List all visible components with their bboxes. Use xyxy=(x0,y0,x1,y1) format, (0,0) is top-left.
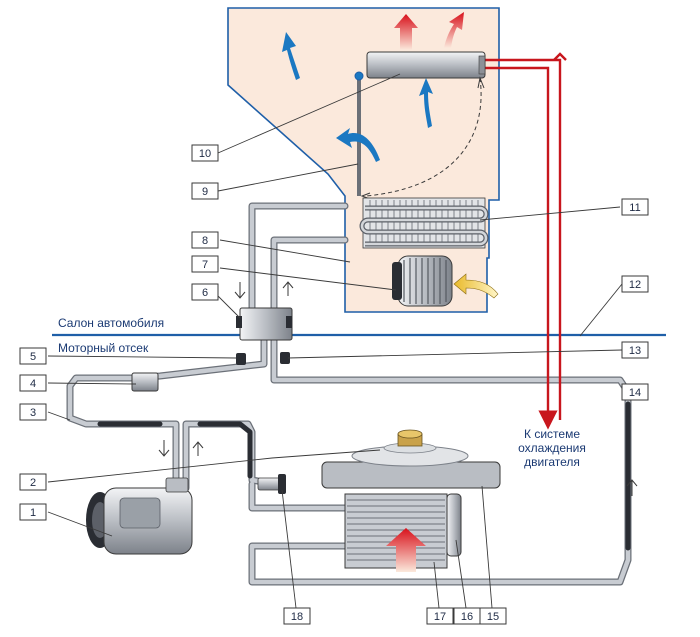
blower-fan xyxy=(392,255,453,307)
expansion-valve xyxy=(239,307,293,341)
callout-5: 5 xyxy=(30,351,36,363)
callout-leaders xyxy=(47,73,631,609)
callout-3: 3 xyxy=(30,407,36,419)
pressure-sensor xyxy=(257,474,286,494)
callout-11: 11 xyxy=(629,202,640,214)
compressor xyxy=(86,477,193,555)
coolant-note-line-1: К системе xyxy=(524,427,580,441)
flow-direction-arrows xyxy=(158,281,638,496)
callout-18: 18 xyxy=(291,611,303,623)
callout-17: 17 xyxy=(434,611,446,623)
callout-15: 15 xyxy=(487,611,499,623)
coolant-lines xyxy=(484,58,562,430)
high-pressure-service-valve xyxy=(280,352,290,364)
coolant-system-note: К системе охлаждения двигателя xyxy=(518,427,586,469)
damper-travel-arc xyxy=(365,77,482,197)
callout-10: 10 xyxy=(199,148,211,160)
coolant-note-line-3: двигателя xyxy=(524,455,580,469)
callout-6: 6 xyxy=(202,287,208,299)
coolant-note-line-2: охлаждения xyxy=(518,441,586,455)
cooling-air-arrow xyxy=(386,528,426,572)
refrigerant-pipes xyxy=(66,202,632,586)
callout-boxes xyxy=(19,144,649,625)
low-pressure-service-valve xyxy=(236,353,246,365)
cabin-zone-label: Салон автомобиля xyxy=(58,316,164,330)
receiver-drier xyxy=(131,372,159,392)
callout-4: 4 xyxy=(30,378,36,390)
airflow-arrows xyxy=(282,32,433,162)
callout-13: 13 xyxy=(629,345,641,357)
callout-numbers: 1 2 3 4 5 6 7 8 9 10 11 12 13 14 15 16 1… xyxy=(30,148,641,623)
heater-core xyxy=(366,51,486,79)
condenser-fan xyxy=(351,429,469,467)
callout-2: 2 xyxy=(30,477,36,489)
callout-7: 7 xyxy=(202,259,208,271)
evaporator xyxy=(359,197,489,249)
callout-9: 9 xyxy=(202,186,208,198)
callout-12: 12 xyxy=(629,279,641,291)
coolant-supply-arrow xyxy=(553,52,567,61)
callout-16: 16 xyxy=(461,611,473,623)
callout-8: 8 xyxy=(202,235,208,247)
fresh-air-arrow xyxy=(453,273,499,299)
condenser-side-tank xyxy=(446,493,462,557)
engine-bay-zone-label: Моторный отсек xyxy=(58,341,149,355)
callout-1: 1 xyxy=(30,507,36,519)
callout-14: 14 xyxy=(629,387,641,399)
hot-air-arrows xyxy=(394,12,464,50)
